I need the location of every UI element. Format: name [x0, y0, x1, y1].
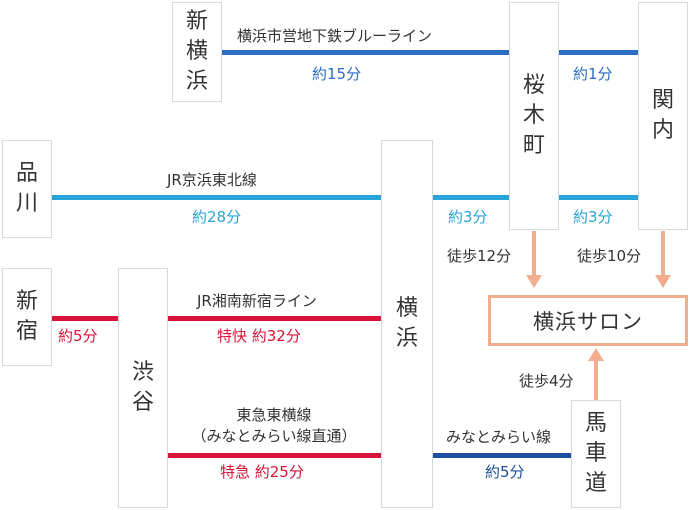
tokyu-toyoko-sub: （みなとみらい線直通） [191, 427, 357, 445]
destination-name: 横浜サロン [533, 309, 643, 334]
walk-from-kannai: 徒歩10分 [577, 247, 642, 265]
walk-from-bashamichi: 徒歩4分 [519, 372, 574, 390]
minatomirai-time: 約5分 [485, 463, 525, 481]
yokohama-sakuragicho-time: 約3分 [448, 208, 488, 226]
shonan-shinjuku-name: JR湘南新宿ライン [197, 292, 317, 310]
walk-arrow-bashamichi [588, 348, 604, 400]
sakuragicho-kannai-jr-track [557, 195, 639, 200]
yokohama-sakuragicho-track [432, 195, 510, 200]
station-name: 新横浜 [185, 9, 208, 94]
shonan-shinjuku-track [167, 316, 382, 321]
station-kannai: 関内 [638, 2, 688, 230]
station-yokohama: 横浜 [381, 140, 433, 508]
station-name: 桜木町 [522, 73, 545, 158]
sakuragicho-kannai-time: 約1分 [573, 65, 613, 83]
walk-arrow-kannai [655, 231, 671, 288]
walk-arrow-sakuragicho [526, 231, 542, 288]
station-shin-yokohama: 新横浜 [172, 2, 222, 102]
station-name: 渋谷 [131, 360, 154, 415]
station-shinagawa: 品川 [2, 140, 52, 238]
tokyu-toyoko-name: 東急東横線 [236, 406, 312, 424]
blue-line-time: 約15分 [312, 65, 362, 83]
station-name: 関内 [651, 88, 674, 143]
minatomirai-track [432, 453, 572, 458]
walk-from-sakuragicho: 徒歩12分 [447, 247, 512, 265]
blue-line-name: 横浜市営地下鉄ブルーライン [237, 27, 433, 45]
tokyu-toyoko-track [167, 453, 382, 458]
station-name: 横浜 [395, 296, 418, 351]
destination-yokohama-salon: 横浜サロン [488, 295, 688, 346]
sakuragicho-kannai-track [557, 50, 639, 55]
station-name: 品川 [15, 161, 38, 216]
tokyu-toyoko-time: 特急 約25分 [220, 463, 304, 481]
jr-keihin-tohoku-time: 約28分 [192, 208, 242, 226]
station-name: 新宿 [15, 289, 38, 344]
station-shibuya: 渋谷 [118, 268, 168, 508]
sakuragicho-kannai-jr-time: 約3分 [573, 208, 613, 226]
station-shinjuku: 新宿 [2, 268, 52, 366]
shinjuku-shibuya-time: 約5分 [58, 327, 98, 345]
jr-keihin-tohoku-track [52, 195, 382, 200]
station-name: 馬車道 [584, 411, 607, 496]
blue-line-track [222, 50, 510, 55]
shinjuku-shibuya-track [50, 316, 120, 321]
minatomirai-name: みなとみらい線 [446, 428, 552, 446]
jr-keihin-tohoku-name: JR京浜東北線 [167, 171, 257, 189]
shonan-shinjuku-time: 特快 約32分 [217, 327, 301, 345]
station-sakuragicho: 桜木町 [509, 2, 559, 230]
station-bashamichi: 馬車道 [571, 400, 621, 508]
